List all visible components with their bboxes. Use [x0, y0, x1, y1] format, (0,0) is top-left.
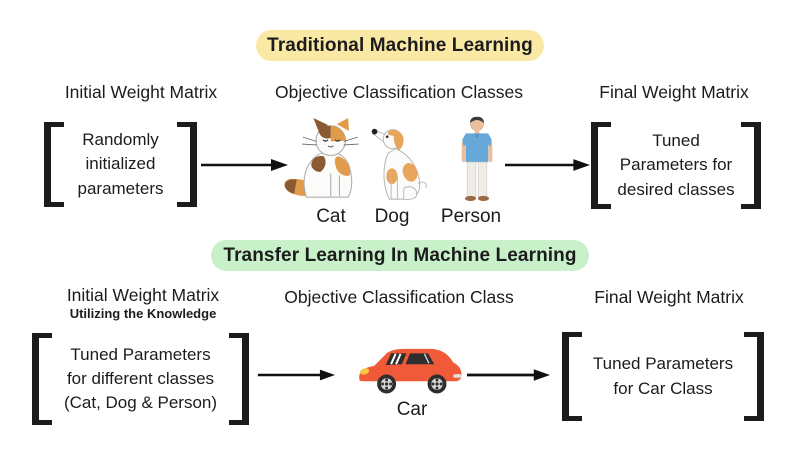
- matrix-text: Tuned Parameters for different classes (…: [63, 344, 218, 413]
- traditional-header-label: Traditional Machine Learning: [267, 34, 533, 56]
- transfer-initial-weight-matrix: Tuned Parameters for different classes (…: [32, 333, 249, 425]
- matrix-text: Randomly initialized parameters: [77, 130, 164, 198]
- transfer-final-weight-matrix: Tuned Parameters for Car Class: [562, 332, 764, 421]
- transfer-final-weight-matrix-label: Final Weight Matrix: [594, 287, 744, 307]
- traditional-header-pill: Traditional Machine Learning: [256, 30, 544, 61]
- car-class-label: Car: [396, 399, 428, 420]
- arrow-right-icon: [504, 159, 590, 171]
- arrow-right-icon: [257, 369, 335, 381]
- matrix-text: Tuned Parameters for Car Class: [592, 354, 734, 398]
- arrow-right-icon: [201, 159, 288, 171]
- person-icon: [461, 116, 493, 202]
- transfer-initial-weight-matrix-label: Initial Weight Matrix: [66, 285, 220, 305]
- car-icon: [359, 348, 462, 394]
- car-rear-wheel: [427, 374, 447, 394]
- traditional-initial-weight-matrix-label: Initial Weight Matrix: [64, 82, 218, 102]
- traditional-final-weight-matrix-label: Final Weight Matrix: [599, 82, 749, 102]
- car-front-wheel: [377, 374, 397, 394]
- person-class-label: Person: [440, 206, 502, 227]
- dog-icon: [371, 128, 427, 200]
- cat-icon: [284, 118, 359, 198]
- utilizing-knowledge-sublabel: Utilizing the Knowledge: [69, 306, 217, 321]
- transfer-objective-class-label: Objective Classification Class: [284, 287, 514, 307]
- traditional-objective-classes-label: Objective Classification Classes: [274, 82, 523, 102]
- cat-class-label: Cat: [316, 206, 346, 227]
- transfer-header-label: Transfer Learning In Machine Learning: [223, 244, 577, 266]
- traditional-initial-weight-matrix: Randomly initialized parameters: [44, 122, 197, 207]
- dog-class-label: Dog: [374, 206, 410, 227]
- transfer-header-pill: Transfer Learning In Machine Learning: [211, 240, 589, 271]
- traditional-final-weight-matrix: Tuned Parameters for desired classes: [591, 122, 761, 209]
- arrow-right-icon: [466, 369, 550, 381]
- matrix-text: Tuned Parameters for desired classes: [617, 131, 735, 199]
